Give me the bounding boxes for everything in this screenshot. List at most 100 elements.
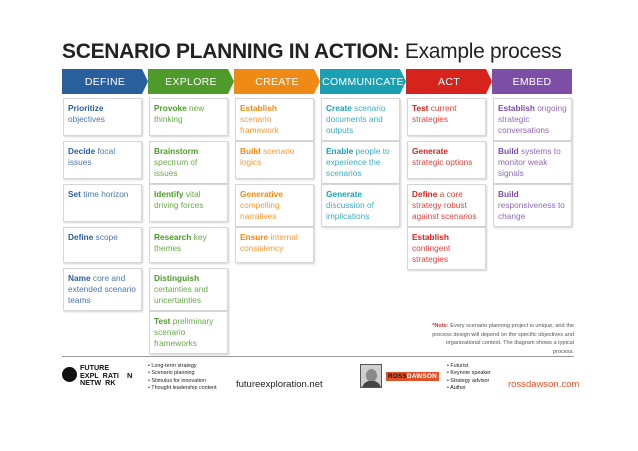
step-text: core and extended scenario teams: [68, 273, 136, 305]
footnote: *Note: Every scenario planning project i…: [424, 322, 574, 356]
step-text: scope: [93, 232, 118, 242]
step-keyword: Create: [326, 103, 352, 113]
step-text: internal consistency: [240, 232, 298, 253]
step-keyword: Test: [412, 103, 429, 113]
step-card: Test preliminary scenario frameworks: [149, 311, 228, 354]
step-text: certainties and uncertainties: [154, 284, 208, 305]
step-keyword: Identify: [154, 189, 184, 199]
step-keyword: Establish: [240, 103, 277, 113]
ross-dawson-logo: ROSSDAWSON: [386, 372, 439, 381]
phase-create: CREATE: [234, 69, 320, 94]
step-card: Establish ongoing strategic conversation…: [493, 98, 572, 141]
fen-website[interactable]: futureexploration.net: [236, 379, 323, 390]
step-card: Name core and extended scenario teams: [63, 268, 142, 311]
step-card: Build systems to monitor weak signals: [493, 141, 572, 184]
note-text: Every scenario planning project is uniqu…: [432, 323, 574, 355]
step-keyword: Define: [68, 232, 94, 242]
step-text: compelling narratives: [240, 200, 280, 221]
phase-label: CREATE: [255, 75, 299, 88]
step-keyword: Set: [68, 189, 81, 199]
fen-logo-n: N: [127, 371, 133, 380]
phase-communicate: COMMUNICATE: [320, 69, 406, 94]
step-text: scenario logics: [240, 146, 295, 167]
step-text: objectives: [68, 114, 105, 124]
step-card: Establish contingent strategies: [407, 227, 486, 270]
step-card: Generate strategic options: [407, 141, 486, 179]
service-item: Strategy advisor: [447, 378, 491, 385]
step-card: Ensure internal consistency: [235, 227, 314, 263]
service-item: Scenario planning: [148, 370, 217, 377]
rd-brand-ross: ROSS: [388, 373, 407, 380]
fen-services-list: Long-term strategyScenario planningStimu…: [148, 363, 217, 392]
footer-divider: [62, 356, 574, 357]
step-text: strategic options: [412, 157, 473, 167]
step-text: responsiveness to change: [498, 200, 565, 221]
page-title: SCENARIO PLANNING IN ACTION: Example pro…: [62, 40, 562, 64]
step-text: key themes: [154, 232, 207, 253]
step-text: focal issues: [68, 146, 116, 167]
step-text: current strategies: [412, 103, 457, 124]
step-keyword: Ensure: [240, 232, 269, 242]
step-text: scenario framework: [240, 114, 279, 135]
step-keyword: Generate: [326, 189, 362, 199]
step-keyword: Prioritize: [68, 103, 104, 113]
phase-explore: EXPLORE: [148, 69, 234, 94]
portrait-shoulders: [362, 381, 381, 387]
ross-dawson-portrait: [360, 364, 382, 388]
phase-label: EMBED: [512, 75, 552, 88]
step-keyword: Generate: [412, 146, 448, 156]
step-keyword: Name: [68, 273, 91, 283]
step-text: contingent strategies: [412, 243, 451, 264]
step-card: Define a core strategy robust against sc…: [407, 184, 486, 227]
rd-brand-dawson: DAWSON: [406, 373, 437, 380]
step-text: systems to monitor weak signals: [498, 146, 561, 178]
note-star: *Note:: [432, 323, 449, 329]
rd-website[interactable]: rossdawson.com: [508, 379, 580, 390]
step-keyword: Establish: [412, 232, 449, 242]
step-card: Test current strategies: [407, 98, 486, 136]
phase-label: EXPLORE: [165, 75, 217, 88]
service-item: Keynote speaker: [447, 370, 490, 377]
step-card: Provoke new thinking: [149, 98, 228, 136]
phase-label: COMMUNICATE: [322, 75, 404, 88]
service-item: Long-term strategy: [148, 363, 217, 370]
step-keyword: Distinguish: [154, 273, 200, 283]
step-keyword: Research: [154, 232, 192, 242]
portrait-face: [366, 369, 377, 382]
title-rest: Example process: [399, 40, 562, 63]
step-card: Set time horizon: [63, 184, 142, 222]
step-card: Decide focal issues: [63, 141, 142, 179]
step-keyword: Establish: [498, 103, 535, 113]
rd-services-list: FuturistKeynote speakerStrategy advisorA…: [447, 363, 491, 392]
step-keyword: Enable: [326, 146, 354, 156]
step-keyword: Build: [498, 146, 519, 156]
step-card: Research key themes: [149, 227, 228, 263]
phase-embed: EMBED: [492, 69, 572, 94]
step-keyword: Brainstorm: [154, 146, 199, 156]
step-card: Define scope: [63, 227, 142, 263]
step-card: Generate discussion of implications: [321, 184, 400, 227]
step-text: preliminary scenario frameworks: [154, 316, 214, 348]
step-card: Identify vital driving forces: [149, 184, 228, 222]
service-item: Stimulus for innovation: [148, 378, 217, 385]
step-keyword: Provoke: [154, 103, 187, 113]
step-card: Prioritize objectives: [63, 98, 142, 136]
service-item: Futurist: [447, 363, 491, 370]
step-keyword: Build: [498, 189, 519, 199]
step-text: a core strategy robust against scenarios: [412, 189, 477, 221]
title-bold: SCENARIO PLANNING IN ACTION:: [62, 40, 400, 63]
step-keyword: Generative: [240, 189, 283, 199]
future-exploration-network-logo: FUTURE EXPL RATI NETW RK N: [62, 363, 136, 389]
fen-logo-text: FUTURE EXPL RATI NETW RK: [80, 363, 119, 388]
step-text: vital driving forces: [154, 189, 204, 210]
phase-label: DEFINE: [84, 75, 126, 88]
step-keyword: Test: [154, 316, 171, 326]
step-keyword: Define: [412, 189, 438, 199]
step-keyword: Build: [240, 146, 261, 156]
step-text: time horizon: [80, 189, 129, 199]
step-card: Enable people to experience the scenario…: [321, 141, 400, 184]
step-text: scenario documents and outputs: [326, 103, 386, 135]
globe-icon: [62, 367, 77, 382]
step-card: Distinguish certainties and uncertaintie…: [149, 268, 228, 311]
step-keyword: Decide: [68, 146, 96, 156]
